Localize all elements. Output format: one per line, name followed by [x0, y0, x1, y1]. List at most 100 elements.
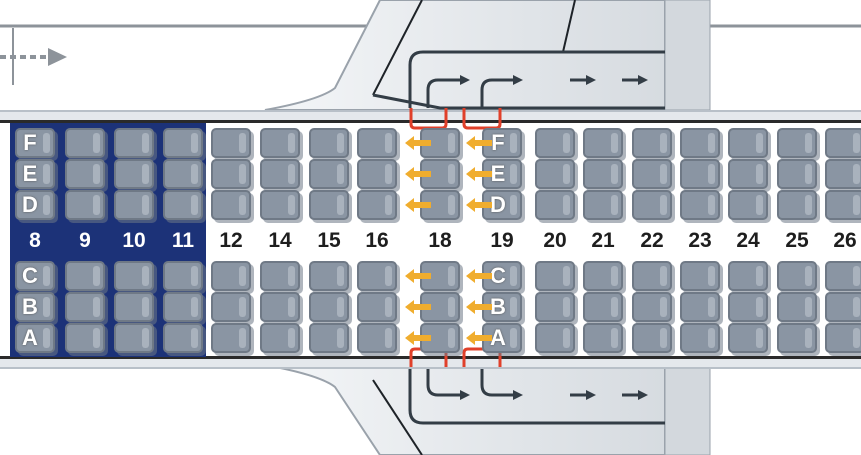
row-number: 10	[122, 229, 146, 252]
seat-12B[interactable]	[211, 292, 251, 322]
seat-18C[interactable]	[420, 261, 460, 291]
exit-arrow-icon	[466, 300, 492, 314]
seat-23E[interactable]	[680, 159, 720, 189]
seat-25F[interactable]	[777, 128, 817, 158]
seat-10C[interactable]	[114, 261, 154, 291]
seat-9A[interactable]	[65, 323, 105, 353]
seat-11A[interactable]	[163, 323, 203, 353]
seat-11C[interactable]	[163, 261, 203, 291]
seat-21E[interactable]	[583, 159, 623, 189]
seat-12E[interactable]	[211, 159, 251, 189]
seat-24D[interactable]	[728, 190, 768, 220]
seat-23A[interactable]	[680, 323, 720, 353]
seat-15F[interactable]	[309, 128, 349, 158]
seat-12F[interactable]	[211, 128, 251, 158]
seat-25D[interactable]	[777, 190, 817, 220]
seat-10B[interactable]	[114, 292, 154, 322]
seat-8F[interactable]	[15, 128, 55, 158]
seat-10D[interactable]	[114, 190, 154, 220]
seat-18D[interactable]	[420, 190, 460, 220]
seat-20C[interactable]	[535, 261, 575, 291]
seat-26B[interactable]	[825, 292, 861, 322]
seat-letter-label: A	[490, 325, 506, 350]
row-number: 8	[29, 229, 41, 252]
seat-8C[interactable]	[15, 261, 55, 291]
seat-25E[interactable]	[777, 159, 817, 189]
seat-21C[interactable]	[583, 261, 623, 291]
seat-10E[interactable]	[114, 159, 154, 189]
seat-24C[interactable]	[728, 261, 768, 291]
seat-11B[interactable]	[163, 292, 203, 322]
seat-16D[interactable]	[357, 190, 397, 220]
seat-8A[interactable]	[15, 323, 55, 353]
seat-12A[interactable]	[211, 323, 251, 353]
seat-25A[interactable]	[777, 323, 817, 353]
seat-22F[interactable]	[632, 128, 672, 158]
seat-15A[interactable]	[309, 323, 349, 353]
seat-24F[interactable]	[728, 128, 768, 158]
seat-9D[interactable]	[65, 190, 105, 220]
seat-14A[interactable]	[260, 323, 300, 353]
seat-26F[interactable]	[825, 128, 861, 158]
seat-24A[interactable]	[728, 323, 768, 353]
seat-11D[interactable]	[163, 190, 203, 220]
seat-22D[interactable]	[632, 190, 672, 220]
seat-22E[interactable]	[632, 159, 672, 189]
seat-20E[interactable]	[535, 159, 575, 189]
seat-21B[interactable]	[583, 292, 623, 322]
seat-16A[interactable]	[357, 323, 397, 353]
seat-16F[interactable]	[357, 128, 397, 158]
seat-26D[interactable]	[825, 190, 861, 220]
seat-9C[interactable]	[65, 261, 105, 291]
seat-12C[interactable]	[211, 261, 251, 291]
seat-18E[interactable]	[420, 159, 460, 189]
seat-8E[interactable]	[15, 159, 55, 189]
seat-23B[interactable]	[680, 292, 720, 322]
seat-10A[interactable]	[114, 323, 154, 353]
seat-14C[interactable]	[260, 261, 300, 291]
seat-15D[interactable]	[309, 190, 349, 220]
seat-14F[interactable]	[260, 128, 300, 158]
seat-16E[interactable]	[357, 159, 397, 189]
seat-15E[interactable]	[309, 159, 349, 189]
seat-21F[interactable]	[583, 128, 623, 158]
seat-9F[interactable]	[65, 128, 105, 158]
seat-8D[interactable]	[15, 190, 55, 220]
seat-20A[interactable]	[535, 323, 575, 353]
seat-8B[interactable]	[15, 292, 55, 322]
exit-arrow-icon	[405, 269, 431, 283]
seat-9B[interactable]	[65, 292, 105, 322]
seat-23C[interactable]	[680, 261, 720, 291]
seat-15B[interactable]	[309, 292, 349, 322]
seat-24B[interactable]	[728, 292, 768, 322]
seat-14E[interactable]	[260, 159, 300, 189]
seat-letter-label: C	[490, 263, 506, 288]
seat-22A[interactable]	[632, 323, 672, 353]
seat-26C[interactable]	[825, 261, 861, 291]
seat-25B[interactable]	[777, 292, 817, 322]
seat-15C[interactable]	[309, 261, 349, 291]
seat-23D[interactable]	[680, 190, 720, 220]
seat-16C[interactable]	[357, 261, 397, 291]
seat-11F[interactable]	[163, 128, 203, 158]
seat-12D[interactable]	[211, 190, 251, 220]
seat-14D[interactable]	[260, 190, 300, 220]
seat-9E[interactable]	[65, 159, 105, 189]
seat-16B[interactable]	[357, 292, 397, 322]
seat-10F[interactable]	[114, 128, 154, 158]
seat-21D[interactable]	[583, 190, 623, 220]
seat-20D[interactable]	[535, 190, 575, 220]
seat-20B[interactable]	[535, 292, 575, 322]
seat-24E[interactable]	[728, 159, 768, 189]
seat-20F[interactable]	[535, 128, 575, 158]
seat-23F[interactable]	[680, 128, 720, 158]
fuselage-wall-bottom	[0, 356, 861, 369]
seat-11E[interactable]	[163, 159, 203, 189]
seat-21A[interactable]	[583, 323, 623, 353]
seat-25C[interactable]	[777, 261, 817, 291]
seat-22B[interactable]	[632, 292, 672, 322]
seat-26A[interactable]	[825, 323, 861, 353]
seat-22C[interactable]	[632, 261, 672, 291]
seat-26E[interactable]	[825, 159, 861, 189]
seat-14B[interactable]	[260, 292, 300, 322]
